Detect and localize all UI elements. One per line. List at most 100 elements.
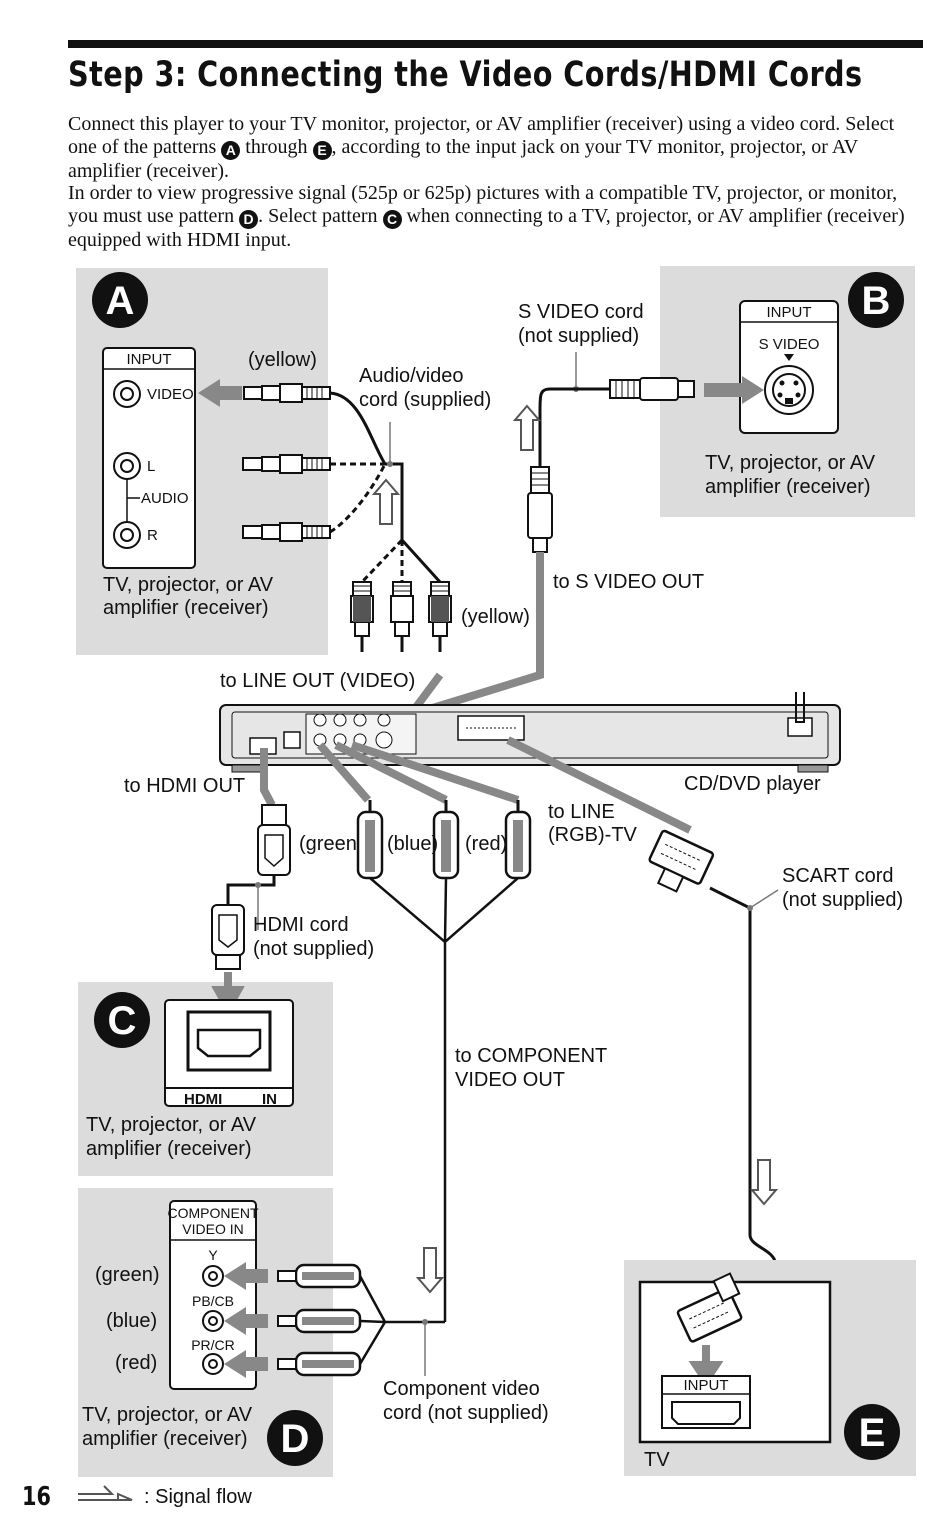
component-in-label: COMPONENT [168,1205,259,1221]
s-video-cord [538,387,610,470]
intro-text-run: . Select pattern [258,204,383,227]
signal-flow-arrow [751,1159,777,1205]
green-plug-label: (green) [299,833,363,855]
pattern-d-marker: D [239,209,259,229]
hdmi-cord-label: HDMI cord [253,914,349,936]
signal-flow-arrow [514,405,540,451]
hdmi-out-label: to HDMI OUT [124,775,245,797]
pattern-e-marker: E [312,140,332,160]
blue-plug-label: (blue) [387,833,438,855]
component-cord-label-2: cord (not supplied) [383,1402,549,1424]
hdmi-in-label: IN [262,1091,277,1108]
s-video-cord-label-2: (not supplied) [518,325,639,347]
intro-text-run: Connect this player to your TV monitor, … [68,113,895,158]
scart-cord [709,886,778,1307]
yellow-plug-label: (yellow) [248,349,317,371]
tv-label: TV [644,1449,670,1471]
pattern-a-device-label: TV, projector, or AV [103,574,274,596]
av-audio-l-plug [261,454,331,474]
scart-plug-tv [676,1272,743,1343]
pattern-a-device-label-2: amplifier (receiver) [103,597,269,619]
s-video-cord-label: S VIDEO cord [518,301,644,323]
blue-jack-label: (blue) [106,1310,157,1332]
audio-label: AUDIO [141,490,189,507]
s-video-jack-label: S VIDEO [759,336,820,353]
red-jack-label: (red) [115,1352,157,1374]
intro-paragraph-1: Connect this player to your TV monitor, … [68,113,928,182]
s-video-plug-player [527,466,553,553]
av-cord-label: Audio/video [359,365,464,387]
component-out-label: to COMPONENT [455,1045,607,1067]
scart-plug-player [648,829,715,893]
line-out-label: to LINE OUT (VIDEO) [220,670,415,692]
pattern-a-marker: A [221,140,241,160]
signal-flow-legend: : Signal flow [144,1486,252,1508]
line-rgb-label: to LINE [548,801,615,823]
pattern-c-device-label: TV, projector, or AV [86,1114,257,1136]
pattern-b-device-label-2: amplifier (receiver) [705,476,871,498]
av-cord [329,391,387,465]
player-label: CD/DVD player [684,773,821,795]
pattern-d-badge [267,1410,323,1466]
component-cord-label: Component video [383,1378,540,1400]
yellow-plug-label-2: (yellow) [461,606,530,628]
red-plug-label: (red) [465,833,507,855]
s-video-jack [764,365,814,415]
y-jack-label: Y [208,1247,218,1263]
scart-port-icon [671,1401,741,1425]
hdmi-cord-label-2: (not supplied) [253,938,374,960]
pb-jack [202,1310,224,1332]
pattern-e-badge-letter: E [859,1411,886,1455]
scart-input-label: INPUT [684,1377,729,1394]
pattern-d-device-label: TV, projector, or AV [82,1404,253,1426]
intro-text-run: In order to view progressive signal (525… [68,182,898,227]
intro-text: Connect this player to your TV monitor, … [68,113,928,251]
cd-dvd-player [219,692,841,773]
component-cord [369,877,519,1322]
pr-jack-label: PR/CR [191,1337,235,1353]
page-title: Step 3: Connecting the Video Cords/HDMI … [68,55,863,95]
av-cord-label-2: cord (supplied) [359,389,491,411]
pattern-c-device-label-2: amplifier (receiver) [86,1138,252,1160]
pattern-c-badge [94,992,150,1048]
hdmi-cord [226,875,276,905]
pb-jack-label: PB/CB [192,1293,234,1309]
signal-flow-arrow [373,479,399,525]
audio-l-jack [113,452,141,480]
pr-jack [202,1353,224,1375]
pattern-b-badge [848,272,904,328]
signal-flow-legend-icon [78,1492,133,1501]
scart-cord-label: SCART cord [782,865,894,887]
component-plug-green [356,798,384,880]
pattern-a-input-label: INPUT [127,351,172,368]
pattern-d-badge-letter: D [281,1417,310,1461]
av-audio-r-plug [261,522,331,542]
green-jack-label: (green) [95,1264,159,1286]
video-jack-label: VIDEO [147,386,194,403]
component-plug-red [504,798,532,880]
hdmi-logo: HDMI [184,1091,222,1108]
pattern-b-badge-letter: B [862,279,891,323]
pattern-b-input-label: INPUT [767,304,812,321]
audio-r-label: R [147,527,158,544]
audio-l-label: L [147,458,155,475]
av-video-plug [261,383,331,403]
component-in-label-2: VIDEO IN [182,1221,243,1237]
pattern-b-device-label: TV, projector, or AV [705,452,876,474]
title-rule [68,40,923,48]
hdmi-port-icon [196,1028,262,1058]
intro-text-run: , according to the input jack on your TV… [68,135,858,182]
pattern-c-marker: C [382,209,402,229]
scart-cord-label-2: (not supplied) [782,889,903,911]
intro-paragraph-2: In order to view progressive signal (525… [68,182,928,251]
s-video-out-label: to S VIDEO OUT [553,571,704,593]
intro-text-run: through [240,135,313,158]
pattern-c-badge-letter: C [108,999,137,1043]
pattern-e-badge [844,1404,900,1460]
hdmi-plug-player [257,804,291,876]
s-video-plug-b [609,377,695,401]
video-jack [113,380,141,408]
signal-flow-arrow [417,1247,443,1293]
av-plug-white [389,580,415,654]
